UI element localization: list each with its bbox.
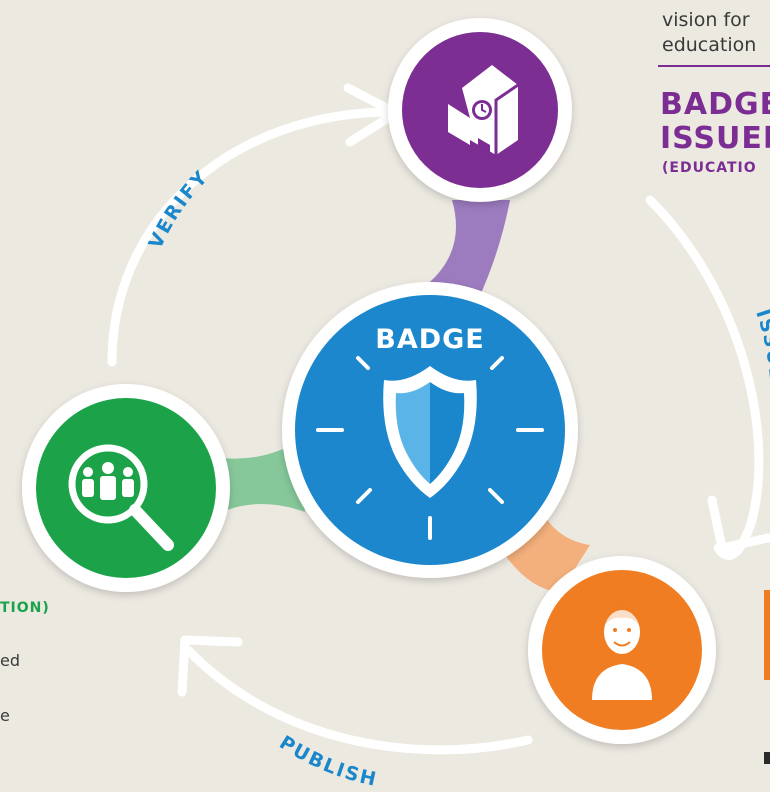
left-fragment-2: e bbox=[0, 706, 10, 725]
verify-arrow bbox=[107, 107, 397, 367]
people-search-icon bbox=[68, 444, 174, 551]
badge-label: BADGE bbox=[375, 324, 485, 355]
issue-arrow bbox=[645, 195, 764, 560]
verify-label: VERIFY bbox=[145, 166, 214, 252]
connector-green bbox=[222, 440, 305, 512]
issuer-subtitle: (EDUCATIO bbox=[662, 160, 757, 176]
publish-arrow-head bbox=[177, 635, 243, 697]
top-text-line2: education bbox=[662, 34, 757, 56]
consumer-subtitle: TION) bbox=[0, 600, 50, 616]
issuer-title-line2: ISSUER bbox=[660, 121, 770, 156]
issuer-title-line1: BADGE bbox=[660, 87, 770, 122]
shine-rays-icon bbox=[316, 356, 544, 540]
person-icon bbox=[592, 606, 652, 700]
publish-arrow bbox=[183, 645, 533, 755]
issue-arrow-head bbox=[707, 495, 770, 553]
shield-icon bbox=[383, 366, 477, 498]
issue-label: ISSUE bbox=[751, 307, 770, 383]
school-building-icon bbox=[448, 65, 519, 159]
connector-purple bbox=[420, 200, 510, 300]
earner-text-fragment bbox=[764, 752, 770, 764]
left-fragment-1: ed bbox=[0, 651, 20, 670]
earner-title-fragment bbox=[764, 590, 770, 680]
top-text-line1: vision for bbox=[662, 9, 750, 31]
